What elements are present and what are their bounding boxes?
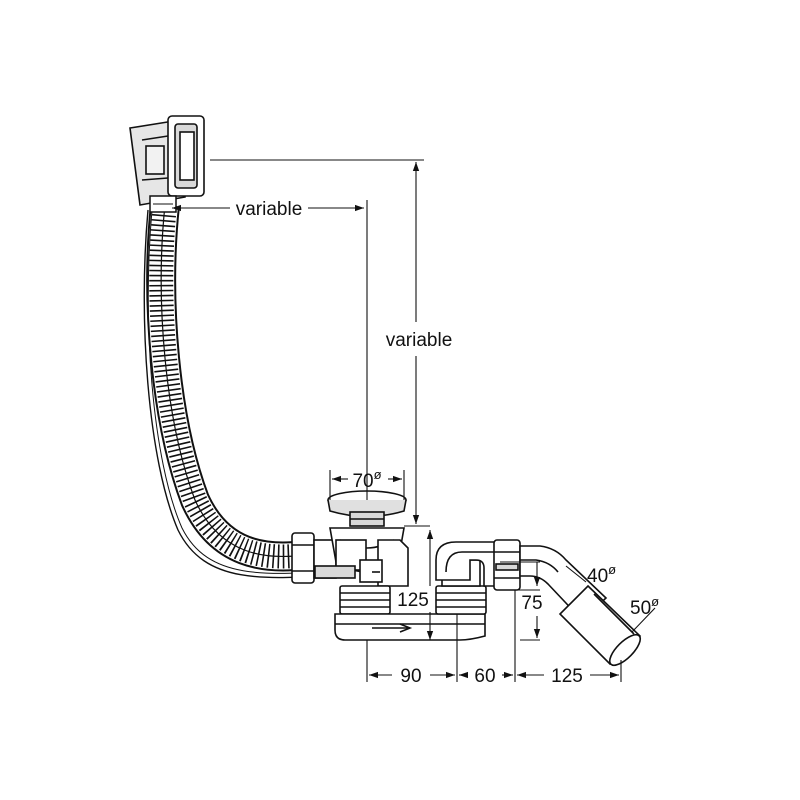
label-dim-90: 90 [400,666,421,687]
label-vertical-variable: variable [386,330,453,351]
label-drop-height: 125 [397,590,429,611]
label-dim-60: 60 [474,666,495,687]
pipe-40-diameter-symbol: ø [608,562,616,577]
overflow-head [129,115,205,206]
pipe-50-diameter-symbol: ø [651,594,659,609]
trap-riser [435,541,501,615]
label-pipe-50: 50ø [630,594,659,619]
pipe-50-value: 50 [630,598,651,619]
outlet-union [493,539,521,591]
pipe-40-value: 40 [587,566,608,587]
flexible-hose [143,195,346,579]
label-trap-height: 75 [521,593,542,614]
overflow-diameter-value: 70 [352,471,373,492]
label-dim-125: 125 [551,666,583,687]
label-overflow-diameter: 70ø [352,467,381,492]
label-horizontal-variable: variable [236,199,303,220]
trap-base [334,613,486,641]
outlet-bend [519,545,642,667]
overflow-diameter-symbol: ø [374,467,382,482]
dimension-lines [172,159,656,682]
label-pipe-40: 40ø [587,562,616,587]
